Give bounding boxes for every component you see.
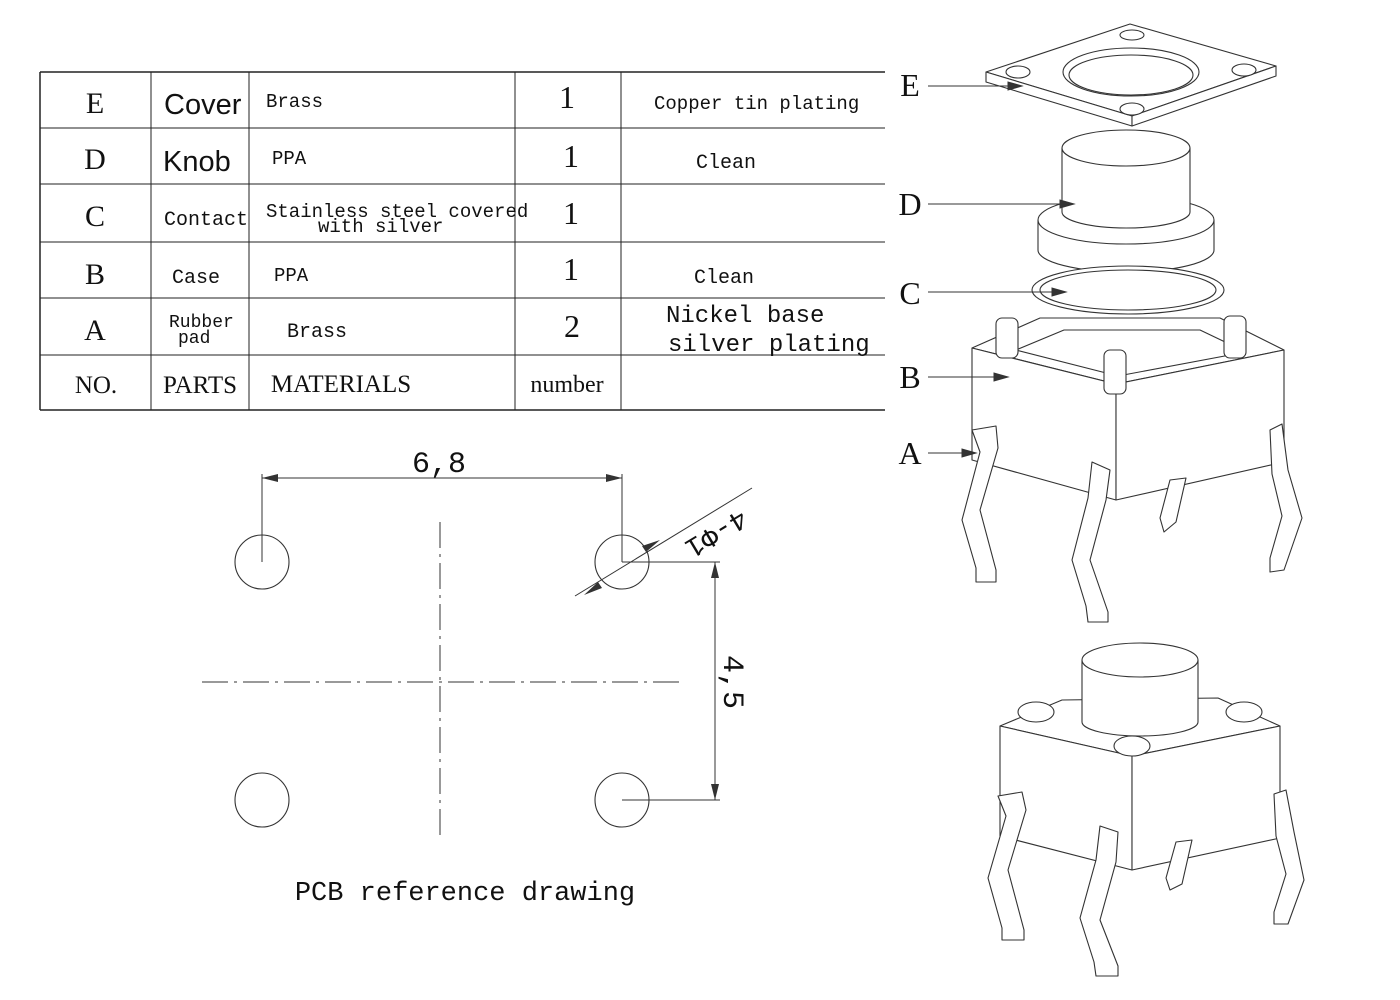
exploded-label-c: C xyxy=(899,275,920,311)
row-e-material: Brass xyxy=(266,91,323,113)
row-a-part-line1: Rubber xyxy=(169,313,234,333)
row-b-no: B xyxy=(85,258,105,291)
row-a-part-line2: pad xyxy=(178,329,210,349)
pcb-height-dimension: 4,5 xyxy=(714,655,748,709)
row-b-material: PPA xyxy=(274,265,309,287)
header-parts: PARTS xyxy=(163,372,237,399)
exploded-label-d: D xyxy=(898,186,921,222)
parts-table xyxy=(39,71,885,411)
part-a-pins xyxy=(961,423,1303,623)
row-b-number: 1 xyxy=(563,251,579,287)
exploded-label-b: B xyxy=(899,359,920,395)
part-leaders xyxy=(928,81,1076,458)
row-e-part: Cover xyxy=(164,89,242,121)
exploded-label-a: A xyxy=(898,435,921,471)
row-e-number: 1 xyxy=(559,79,575,115)
row-c-part: Contact xyxy=(164,209,248,232)
row-b-finish: Clean xyxy=(694,267,754,290)
header-number: number xyxy=(530,372,603,398)
pcb-caption: PCB reference drawing xyxy=(295,879,635,909)
row-e-finish: Copper tin plating xyxy=(654,93,859,115)
row-a-finish-line2: silver plating xyxy=(668,332,870,359)
row-c-material-line1: Stainless steel covered xyxy=(266,201,528,223)
pcb-hole xyxy=(234,772,290,828)
header-materials: MATERIALS xyxy=(271,371,411,398)
row-c-material-line2: with silver xyxy=(318,216,443,238)
row-d-material: PPA xyxy=(272,148,307,170)
row-c-number: 1 xyxy=(563,195,579,231)
row-c-no: C xyxy=(85,200,105,233)
row-e-no: E xyxy=(86,87,104,120)
pcb-drawing xyxy=(202,474,753,840)
part-d-knob xyxy=(1037,129,1215,273)
exploded-label-e: E xyxy=(900,67,920,103)
part-b-case xyxy=(971,315,1285,501)
part-c-contact xyxy=(1031,265,1225,315)
row-a-number: 2 xyxy=(564,308,580,344)
part-e-cover xyxy=(985,23,1277,127)
row-a-material: Brass xyxy=(287,321,347,344)
row-d-number: 1 xyxy=(563,138,579,174)
pcb-width-dimension: 6,8 xyxy=(412,448,466,482)
row-a-no: A xyxy=(84,314,106,347)
row-a-finish-line1: Nickel base xyxy=(666,303,824,330)
assembled-view xyxy=(987,642,1305,977)
exploded-view xyxy=(961,23,1303,623)
header-no: NO. xyxy=(75,372,117,399)
row-d-no: D xyxy=(84,143,106,176)
row-d-part: Knob xyxy=(163,146,231,178)
row-b-part: Case xyxy=(172,267,220,290)
row-d-finish: Clean xyxy=(696,152,756,175)
